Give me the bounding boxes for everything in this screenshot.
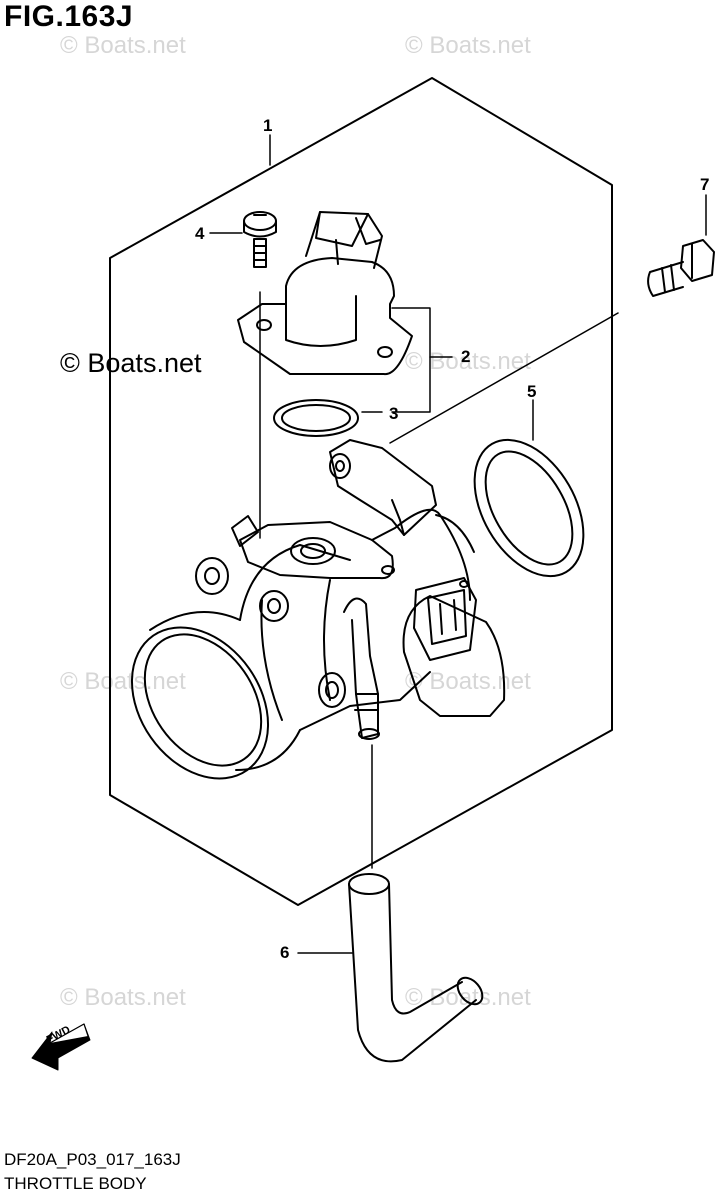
throttle-body-part [130, 439, 506, 780]
fwd-arrow-icon [31, 1023, 91, 1071]
callout-3: 3 [389, 404, 399, 423]
watermark-prominent: © Boats.net [60, 348, 202, 378]
callout-6: 6 [280, 943, 290, 962]
assembly-box [109, 77, 613, 906]
watermark: © Boats.net [405, 668, 531, 695]
o-ring-small [273, 399, 359, 437]
watermark: © Boats.net [60, 668, 186, 695]
bolt-part [647, 239, 715, 297]
callout-2: 2 [461, 347, 471, 366]
watermark: © Boats.net [405, 348, 531, 375]
leader-lines [209, 134, 707, 954]
figure-title: FIG.163J [4, 0, 134, 33]
callout-4: 4 [195, 224, 205, 243]
seal-ring-large [473, 438, 585, 578]
callout-7: 7 [700, 175, 710, 194]
watermark: © Boats.net [60, 984, 186, 1011]
watermark: © Boats.net [60, 32, 186, 59]
callout-1: 1 [263, 116, 273, 135]
callout-5: 5 [527, 382, 537, 401]
figure-caption: THROTTLE BODY [4, 1174, 147, 1193]
sensor-part [237, 211, 413, 376]
screw-part [243, 211, 277, 268]
hose-part [348, 873, 484, 1063]
figure-code: DF20A_P03_017_163J [4, 1150, 181, 1169]
watermark: © Boats.net [405, 32, 531, 59]
